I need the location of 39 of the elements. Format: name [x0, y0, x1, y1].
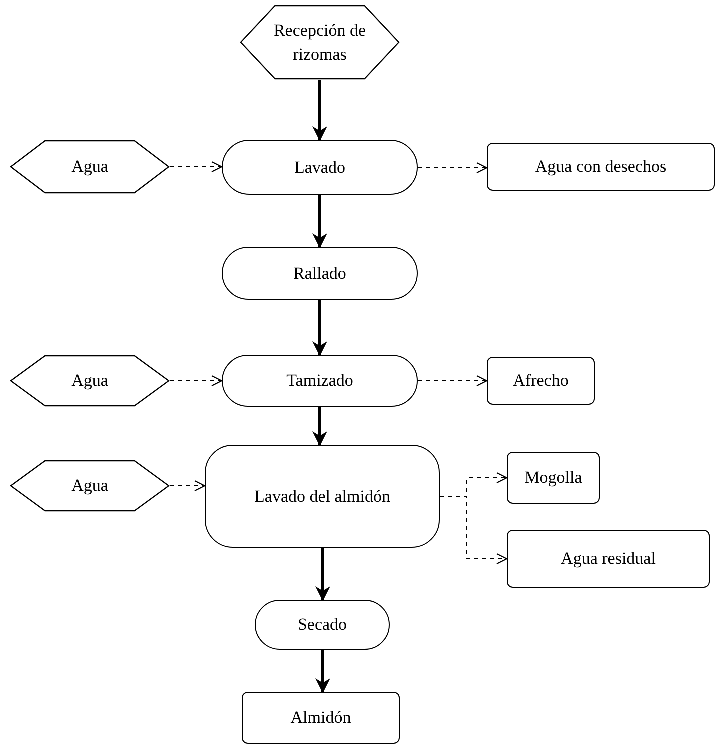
- output-box: [242, 692, 400, 744]
- input-hexagon: [10, 140, 170, 194]
- process-terminal: [222, 355, 418, 407]
- arrow: [312, 407, 328, 446]
- arrow: [312, 80, 328, 142]
- dashed-arrow: [418, 375, 488, 387]
- node-label: Secado: [296, 614, 348, 636]
- dashed-arrow: [170, 375, 223, 387]
- dashed-arrow: [418, 162, 488, 174]
- node-label: Recepción de rizomas: [272, 20, 368, 66]
- output-box: [507, 452, 600, 504]
- node-label: Agua: [70, 156, 110, 178]
- node-label: Almidón: [290, 707, 352, 729]
- arrow: [316, 548, 330, 602]
- node-label: Agua residual: [560, 548, 657, 570]
- arrow: [316, 650, 330, 694]
- node-label: Agua: [70, 370, 110, 392]
- output-box: [487, 143, 715, 191]
- node-label: Lavado: [294, 156, 346, 178]
- process-terminal: [222, 247, 418, 300]
- input-hexagon: [10, 355, 170, 407]
- node-label: Agua: [70, 475, 110, 497]
- node-label: Mogolla: [524, 467, 584, 489]
- node-label: Afrecho: [512, 370, 570, 392]
- dashed-arrow: [170, 161, 223, 173]
- arrow: [312, 195, 328, 248]
- dashed-arrow: [170, 480, 206, 492]
- process-terminal: [255, 600, 390, 650]
- node-label: Lavado del almidón: [254, 486, 392, 508]
- node-label: Rallado: [292, 262, 348, 284]
- output-box: [507, 530, 710, 588]
- input-hexagon: [240, 5, 400, 80]
- input-hexagon: [10, 460, 170, 512]
- node-label: Tamizado: [286, 370, 354, 392]
- dashed-arrow: [440, 496, 508, 565]
- output-box: [487, 357, 595, 405]
- process-terminal: [205, 445, 440, 548]
- node-label: Agua con desechos: [534, 156, 668, 178]
- arrow: [312, 300, 328, 356]
